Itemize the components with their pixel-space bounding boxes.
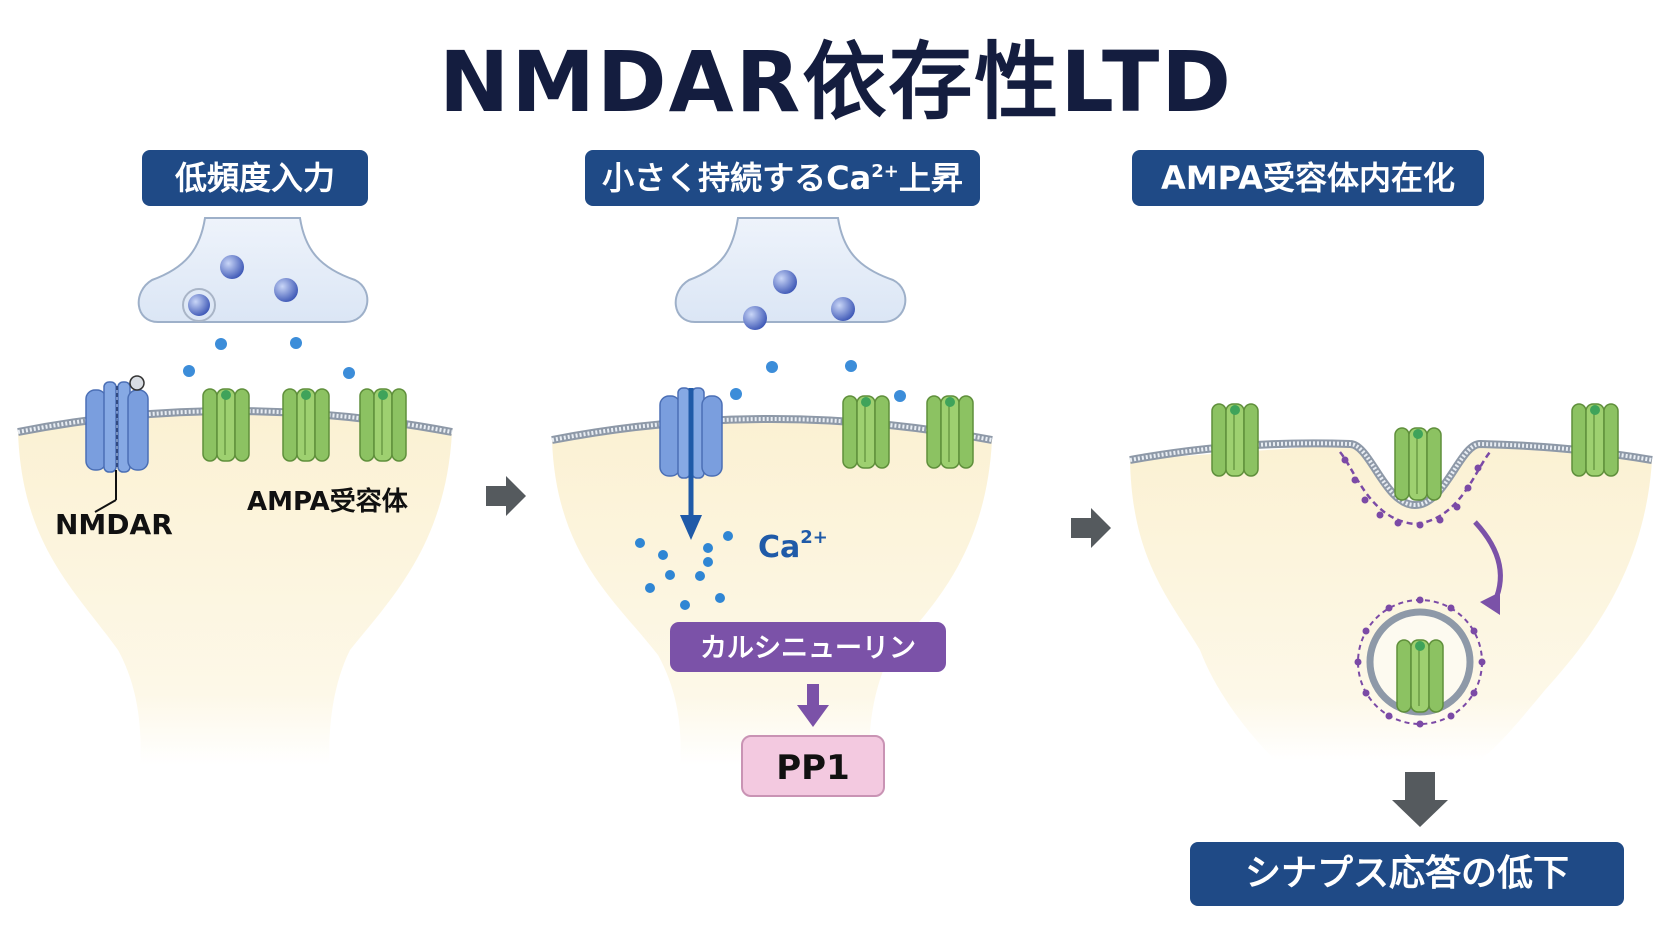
ampa-receptor	[282, 388, 330, 462]
arrow-right-icon	[486, 476, 526, 516]
panel-2: Ca2+ カルシニューリン PP1	[551, 217, 993, 797]
calcium-label: Ca2+	[758, 527, 828, 565]
pp1-label: PP1	[776, 748, 850, 788]
ampa-receptor	[359, 388, 407, 462]
arrow-down-icon	[1392, 772, 1448, 827]
ampa-receptor	[202, 388, 250, 462]
ampa-receptor-internalized	[1396, 639, 1444, 713]
badge-calcium-rise: 小さく持続するCa2+上昇	[585, 150, 980, 206]
badge-ampa-internalization: AMPA受容体内在化	[1132, 150, 1484, 206]
page-title: NMDAR依存性LTD	[439, 33, 1233, 131]
synaptic-vesicle	[220, 255, 244, 279]
calcineurin-label: カルシニューリン	[700, 633, 916, 664]
ampa-receptor	[926, 395, 974, 469]
calcium-label-sup: 2+	[800, 527, 828, 548]
postsynaptic-spine-2	[552, 419, 992, 765]
synaptic-vesicle	[274, 278, 298, 302]
panel-1: NMDAR AMPA受容体	[17, 217, 453, 765]
glutamate-dots	[183, 337, 355, 379]
calcineurin-box	[670, 622, 946, 672]
nmdar-label: NMDAR	[55, 508, 173, 541]
result-synaptic-response-decrease: シナプス応答の低下	[1190, 842, 1624, 906]
badge-calcium-rise-tail: 上昇	[898, 159, 963, 197]
presynaptic-terminal-1	[137, 217, 369, 323]
mg-block-icon	[129, 375, 145, 391]
synaptic-vesicle	[831, 297, 855, 321]
ampa-receptor	[1571, 403, 1619, 477]
arrow-right-icon	[1071, 508, 1111, 548]
synaptic-vesicle	[743, 306, 767, 330]
synaptic-vesicle	[773, 270, 797, 294]
pp1-box	[741, 735, 885, 797]
ampa-receptor-internalizing	[1394, 427, 1442, 501]
glutamate-dots	[730, 360, 906, 402]
badge-calcium-rise-sup: 2+	[871, 161, 899, 182]
postsynaptic-spine-3	[1130, 444, 1652, 760]
synaptic-vesicle-fusing	[188, 294, 210, 316]
panel-3	[1129, 403, 1653, 827]
ampa-receptor-label: AMPA受容体	[247, 486, 409, 517]
ampa-receptor	[1211, 403, 1259, 477]
clathrin-dots	[1341, 456, 1482, 529]
ampa-receptor	[842, 395, 890, 469]
badge-calcium-rise-main: 小さく持続するCa	[602, 159, 872, 197]
postsynaptic-spine-1	[18, 411, 452, 765]
presynaptic-terminal-2	[674, 217, 907, 323]
calcineurin-to-pp1-arrow	[807, 684, 819, 706]
calcium-ions	[635, 531, 733, 610]
badge-low-frequency-input: 低頻度入力	[142, 150, 368, 206]
clathrin-vesicle-dots	[1354, 596, 1486, 728]
calcium-label-main: Ca	[758, 530, 800, 565]
